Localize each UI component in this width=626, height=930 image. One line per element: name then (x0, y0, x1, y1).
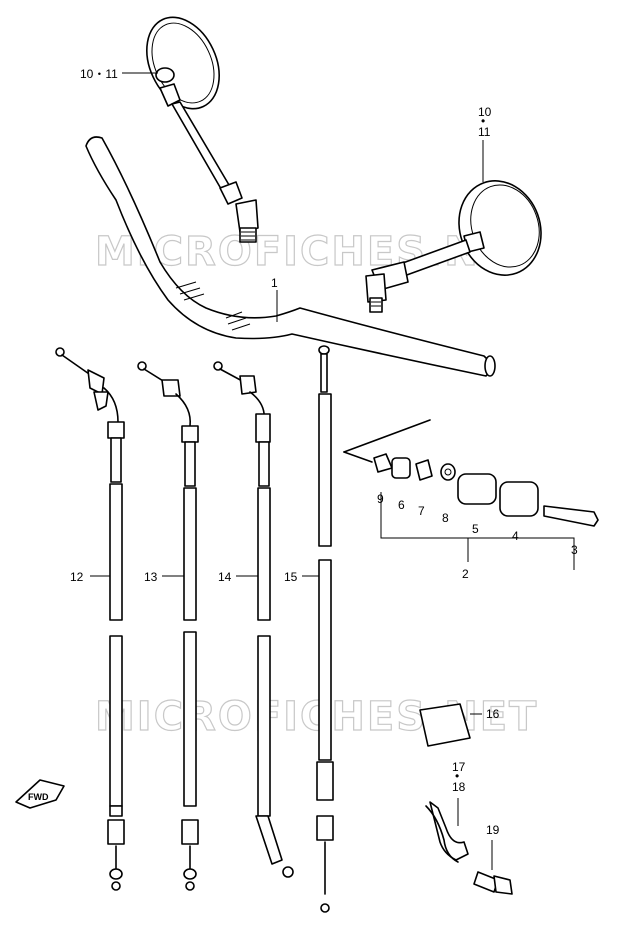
callout-12: 12 (70, 570, 84, 584)
callout-2: 2 (462, 567, 469, 581)
throttle-cable-13 (137, 361, 199, 891)
leader-lines (90, 72, 575, 870)
callout-16: 16 (486, 707, 500, 721)
callout-dot-right: • (481, 114, 485, 128)
callout-6: 6 (398, 498, 405, 512)
choke-cable-15 (316, 345, 334, 913)
callout-18: 18 (452, 780, 466, 794)
clutch-cable-14 (213, 361, 294, 878)
callout-10-11-left: 10・11 (80, 67, 118, 81)
watermark-bottom: MICROFICHES.NET (95, 694, 538, 740)
callout-3: 3 (571, 543, 578, 557)
callout-15: 15 (284, 570, 298, 584)
balancer-assembly-2 (343, 419, 599, 527)
callout-8: 8 (442, 511, 449, 525)
callout-14: 14 (218, 570, 232, 584)
svg-text:FWD: FWD (28, 792, 49, 802)
fwd-arrow: FWD (15, 779, 65, 809)
callout-5: 5 (472, 522, 479, 536)
callout-19: 19 (486, 823, 500, 837)
callouts: 10・11 10 • 11 1 2 3 4 5 6 7 8 9 12 13 14… (70, 67, 578, 837)
callout-7: 7 (418, 504, 425, 518)
callout-4: 4 (512, 529, 519, 543)
label-plate-16 (419, 703, 471, 747)
bolt-19 (473, 871, 513, 895)
handlebar (85, 136, 496, 377)
callout-17: 17 (452, 760, 466, 774)
callout-11-right: 11 (478, 125, 491, 139)
mirror-right (365, 180, 542, 313)
mirror-left (146, 16, 259, 243)
callout-9: 9 (377, 492, 384, 506)
callout-dot-17-18: • (455, 769, 459, 783)
throttle-cable-12 (55, 347, 125, 891)
callout-10-right: 10 (478, 105, 492, 119)
callout-1: 1 (271, 276, 278, 290)
callout-13: 13 (144, 570, 158, 584)
clamp-17-18 (425, 801, 469, 863)
